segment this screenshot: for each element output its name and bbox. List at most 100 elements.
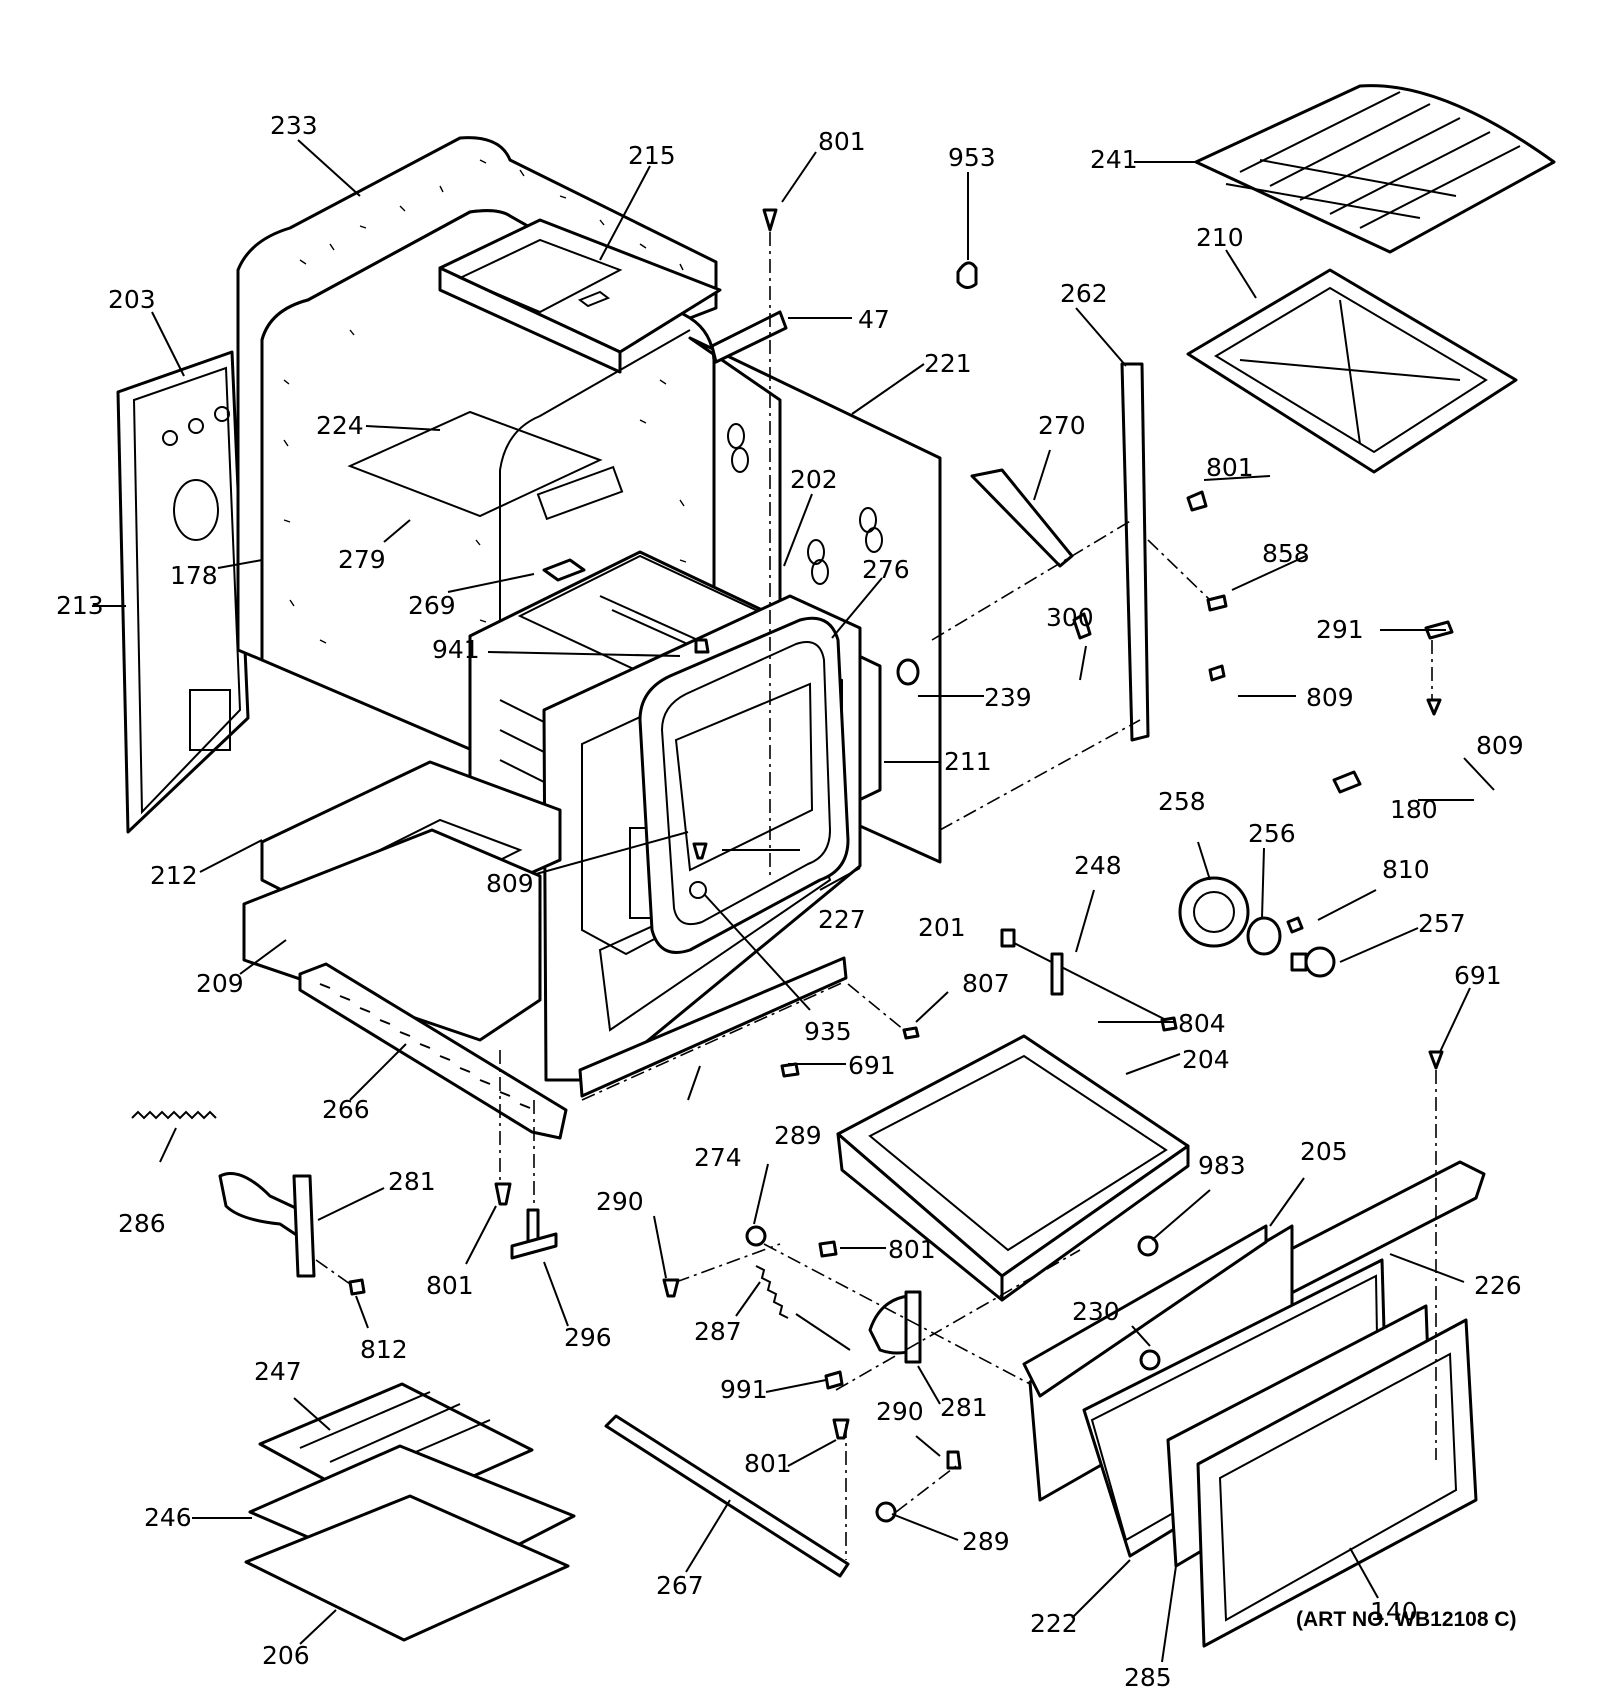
callout-206: 206	[262, 1641, 310, 1670]
oven-rack-241	[1194, 84, 1556, 254]
callout-210: 210	[1196, 223, 1244, 252]
callout-204: 204	[1182, 1045, 1230, 1074]
callout-180: 180	[1390, 795, 1438, 824]
plate-47	[710, 310, 788, 364]
callout-258: 258	[1158, 787, 1206, 816]
callout-230: 230	[1072, 1297, 1120, 1326]
callout-209: 209	[196, 969, 244, 998]
hinge-281-left	[218, 1172, 316, 1278]
callout-47: 47	[858, 305, 890, 334]
callout-991: 991	[720, 1375, 768, 1404]
clip-953	[956, 261, 978, 289]
callout-809-b: 809	[1476, 731, 1524, 760]
callout-291: 291	[1316, 615, 1364, 644]
callout-215: 215	[628, 141, 676, 170]
callout-801-b: 801	[1206, 453, 1254, 482]
callout-266: 266	[322, 1095, 370, 1124]
lamp-housing-258	[1178, 876, 1250, 948]
callout-804: 804	[1178, 1009, 1226, 1038]
callout-281: 281	[388, 1167, 436, 1196]
callout-801: 801	[818, 127, 866, 156]
callout-801-c: 801	[888, 1235, 936, 1264]
callout-269: 269	[408, 591, 456, 620]
callout-300: 300	[1046, 603, 1094, 632]
hinge-281-right	[868, 1290, 922, 1364]
callout-226: 226	[1474, 1271, 1522, 1300]
door-gasket-227	[638, 616, 850, 954]
vent-cover-215	[438, 218, 722, 374]
callout-274: 274	[694, 1143, 742, 1172]
callout-140: 140	[1370, 1597, 1418, 1626]
callout-286: 286	[118, 1209, 166, 1238]
callout-807: 807	[962, 969, 1010, 998]
fasteners	[348, 208, 1454, 1523]
drawer-side-205	[1022, 1224, 1268, 1398]
callout-202: 202	[790, 465, 838, 494]
assembly-lines	[315, 232, 1437, 1560]
callout-203: 203	[108, 285, 156, 314]
lamp-bulb-257	[1290, 946, 1336, 978]
sensor-248	[1000, 928, 1171, 1023]
callout-809: 809	[1306, 683, 1354, 712]
callout-983: 983	[1198, 1151, 1246, 1180]
callout-801-d: 801	[426, 1271, 474, 1300]
callout-257: 257	[1418, 909, 1466, 938]
callout-810: 810	[1382, 855, 1430, 884]
art-number: (ART NO. WB12108 C)	[1296, 1608, 1517, 1631]
callout-224: 224	[316, 411, 364, 440]
spring-286	[131, 1110, 217, 1120]
rail-267	[604, 1414, 850, 1578]
drawer-204	[836, 1034, 1190, 1302]
callout-953: 953	[948, 143, 996, 172]
callout-290: 290	[596, 1187, 644, 1216]
spring-287	[755, 1265, 851, 1351]
callout-809-c: 809	[486, 869, 534, 898]
callout-296: 296	[564, 1323, 612, 1352]
bracket-270	[970, 468, 1074, 568]
pan-base-206	[244, 1494, 570, 1642]
callout-691: 691	[848, 1051, 896, 1080]
callout-262: 262	[1060, 279, 1108, 308]
burner-bar-266	[298, 962, 568, 1140]
bottom-panel-209	[242, 828, 542, 1042]
callout-248: 248	[1074, 851, 1122, 880]
callout-279: 279	[338, 545, 386, 574]
callout-205: 205	[1300, 1137, 1348, 1166]
callout-227: 227	[818, 905, 866, 934]
callout-201: 201	[918, 913, 966, 942]
callout-222: 222	[1030, 1609, 1078, 1638]
callout-287: 287	[694, 1317, 742, 1346]
lamp-socket-256	[1246, 916, 1282, 956]
callout-247: 247	[254, 1357, 302, 1386]
bottom-trim-274	[578, 956, 848, 1101]
callout-221: 221	[924, 349, 972, 378]
callout-239: 239	[984, 683, 1032, 712]
leveler-296	[510, 1208, 558, 1260]
callout-212: 212	[150, 861, 198, 890]
callout-276: 276	[862, 555, 910, 584]
callout-289-b: 289	[962, 1527, 1010, 1556]
callout-941: 941	[432, 635, 480, 664]
callout-858: 858	[1262, 539, 1310, 568]
side-panel-213	[116, 350, 250, 834]
callout-233: 233	[270, 111, 318, 140]
side-trim-262	[1120, 362, 1150, 742]
callout-256: 256	[1248, 819, 1296, 848]
callout-241: 241	[1090, 145, 1138, 174]
callout-935: 935	[804, 1017, 852, 1046]
callout-270: 270	[1038, 411, 1086, 440]
callout-213: 213	[56, 591, 104, 620]
callout-178: 178	[170, 561, 218, 590]
callout-289: 289	[774, 1121, 822, 1150]
callout-812: 812	[360, 1335, 408, 1364]
door-frame-140	[1196, 1318, 1478, 1648]
callout-211: 211	[944, 747, 992, 776]
leader-lines	[92, 139, 1495, 1663]
callout-labels: 233 215 801 953 241 203 47 262 210 221 2…	[56, 111, 1524, 1692]
callout-285: 285	[1124, 1663, 1172, 1692]
callout-290-b: 290	[876, 1397, 924, 1426]
broiler-pan-210	[1186, 268, 1518, 474]
callout-801-e: 801	[744, 1449, 792, 1478]
callout-691-b: 691	[1454, 961, 1502, 990]
